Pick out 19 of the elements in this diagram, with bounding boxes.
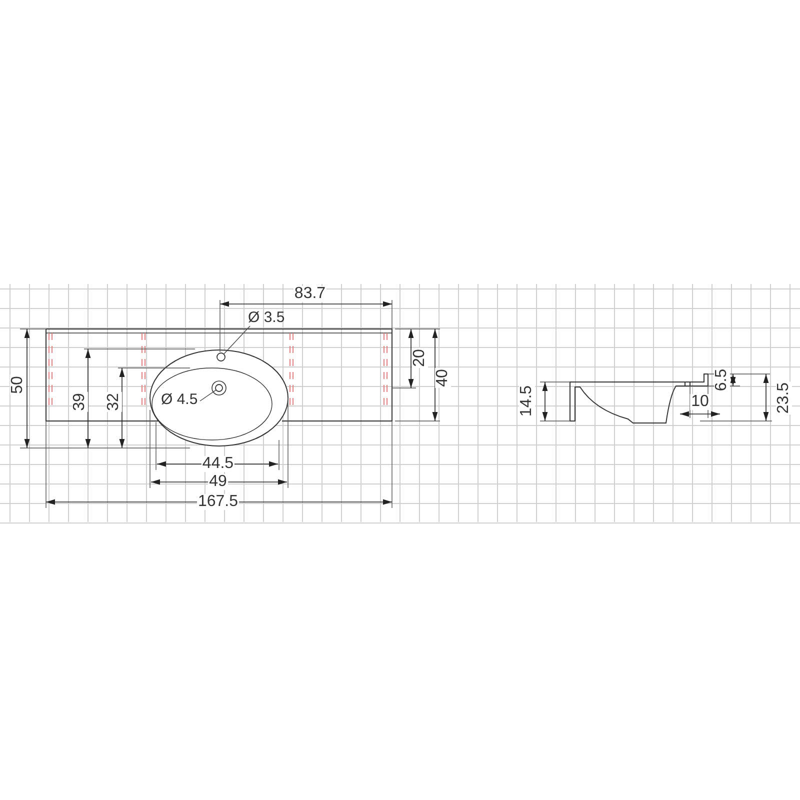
dimension-label: 20 [412,348,428,368]
dimension-label: 40 [435,368,451,388]
dimension-label: 39 [72,392,88,412]
dimension-label: 32 [106,392,122,412]
dimension-label: 23.5 [776,381,792,415]
dimension-label: 83.7 [293,286,327,302]
dimension-label: 49 [208,474,228,490]
dimension-label: 6.5 [714,368,730,392]
dimension-label: 167.5 [196,494,240,510]
leader-line [223,326,250,354]
dimension-label: 50 [10,375,26,395]
drain-hole [215,384,223,392]
dimension-label: 10 [690,394,710,410]
dimension-label: 44.5 [201,456,235,472]
diameter-label: Ø 4.5 [161,392,198,407]
diameter-label: Ø 3.5 [248,310,285,325]
leader-line [200,390,216,402]
tap-hole [216,352,226,362]
dimension-label: 14.5 [519,384,535,418]
